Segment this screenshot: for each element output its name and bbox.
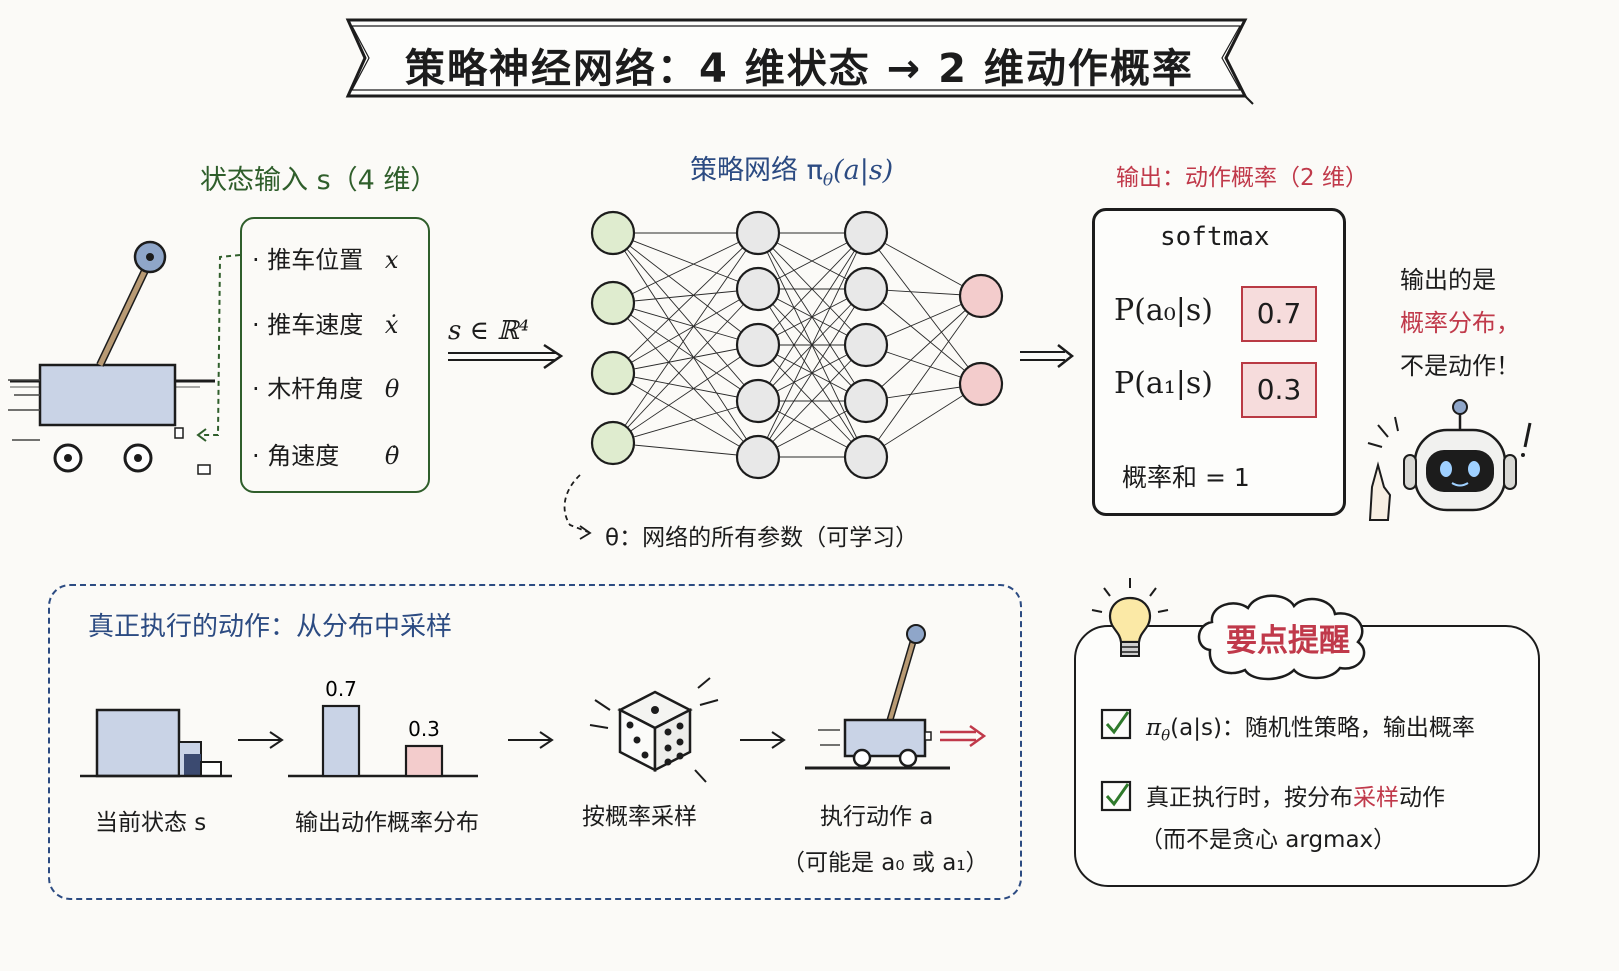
nn-edge — [757, 232, 867, 346]
input-item-angular-velocity: · 角速度 θ̇ — [252, 442, 400, 470]
nn-input-node — [590, 420, 636, 466]
step-caption-sample: 按概率采样 — [582, 804, 697, 830]
step-caption-execute-2: （可能是 a₀ 或 a₁） — [782, 850, 989, 876]
nn-edge — [612, 302, 759, 458]
note-line-1: 输出的是 — [1400, 266, 1496, 294]
nn-edge — [612, 232, 759, 304]
nn-edge — [865, 295, 982, 402]
nn-edge — [612, 232, 759, 458]
link-arrow-icon — [196, 254, 241, 442]
nn-edge — [612, 232, 759, 346]
step-arrow-3 — [740, 731, 786, 749]
prob-bar-label-0: 0.7 — [325, 677, 357, 701]
title-banner — [345, 18, 1254, 105]
nn-hidden-node — [843, 266, 889, 312]
step-arrow-2 — [508, 731, 554, 749]
nn-edge — [757, 344, 867, 458]
step-caption-distribution: 输出动作概率分布 — [295, 810, 479, 836]
step-arrow-1 — [238, 731, 284, 749]
page-title: 策略神经网络：4 维状态 → 2 维动作概率 — [405, 46, 1194, 92]
nn-hidden-node — [735, 378, 781, 424]
nn-input-node — [590, 280, 636, 326]
theta-note: θ：网络的所有参数（可学习） — [605, 525, 919, 551]
input-space-label: s ∈ ℝ⁴ — [448, 316, 530, 346]
nn-edge — [612, 400, 759, 444]
nn-hidden-node — [735, 322, 781, 368]
nn-input-node — [590, 350, 636, 396]
nn-hidden-node — [735, 266, 781, 312]
nn-edge — [757, 288, 867, 458]
nn-hidden-node — [735, 210, 781, 256]
softmax-label: softmax — [1160, 222, 1270, 252]
input-item-velocity: · 推车速度 ẋ — [252, 311, 399, 339]
prob-bar-1 — [404, 744, 444, 778]
state-bars-icon — [80, 708, 232, 778]
prob-value-a1: 0.3 — [1241, 362, 1317, 418]
nn-input-node — [590, 210, 636, 256]
nn-hidden-node — [843, 210, 889, 256]
nn-edge — [865, 232, 982, 385]
sampling-panel — [48, 584, 1022, 900]
tips-cloud — [1197, 594, 1366, 681]
nn-edge — [612, 288, 759, 374]
input-item-angle: · 木杆角度 θ — [252, 375, 400, 403]
step-caption-state: 当前状态 s — [95, 810, 207, 836]
sampling-heading: 真正执行的动作：从分布中采样 — [88, 612, 453, 642]
neural-network-diagram — [590, 210, 1004, 480]
nn-hidden-node — [735, 434, 781, 480]
prob-bar-label-1: 0.3 — [408, 717, 440, 741]
nn-edge — [612, 302, 759, 402]
prob-value-a0: 0.7 — [1241, 286, 1317, 342]
input-item-position: · 推车位置 x — [252, 246, 399, 274]
input-arrow-icon — [448, 343, 564, 370]
nn-edge — [612, 344, 759, 444]
nn-edge — [612, 372, 759, 458]
nn-edge — [612, 232, 759, 444]
state-input-box — [240, 217, 430, 493]
nn-edge — [865, 383, 982, 458]
probability-bar-chart: 0.7 0.3 — [288, 677, 478, 778]
small-cart-icon — [805, 624, 987, 770]
nn-output-node — [958, 361, 1004, 407]
nn-edge — [757, 232, 867, 458]
nn-edge — [612, 288, 759, 304]
nn-output-node — [958, 273, 1004, 319]
nn-hidden-node — [843, 322, 889, 368]
nn-edge — [612, 232, 759, 402]
dice-icon — [589, 677, 719, 783]
theta-arrow-icon — [563, 474, 592, 540]
check-icon-1 — [1100, 708, 1132, 740]
output-heading: 输出：动作概率（2 维） — [1116, 165, 1368, 191]
step-caption-execute: 执行动作 a — [820, 804, 934, 830]
nn-edge — [612, 344, 759, 374]
note-line-2: 概率分布， — [1400, 309, 1520, 337]
prob-label-a1: P(a₁|s) — [1114, 366, 1214, 401]
robot-icon — [1367, 399, 1532, 521]
nn-edge — [612, 302, 759, 346]
output-arrow-icon — [1020, 344, 1075, 368]
lightbulb-icon — [1091, 578, 1169, 657]
prob-sum-label: 概率和 = 1 — [1122, 463, 1250, 492]
tips-heading: 要点提醒 — [1226, 623, 1350, 659]
nn-edge — [612, 372, 759, 402]
tip-1: πθ(a|s)：随机性策略，输出概率 — [1146, 715, 1475, 745]
nn-edge — [612, 232, 759, 374]
input-heading: 状态输入 s（4 维） — [200, 165, 438, 196]
nn-edge — [612, 288, 759, 444]
nn-hidden-node — [843, 434, 889, 480]
nn-edge — [612, 232, 759, 290]
cartpole-illustration — [8, 240, 215, 475]
nn-hidden-node — [843, 378, 889, 424]
network-heading: 策略网络 πθ(a|s) — [690, 155, 894, 191]
nn-edge — [612, 442, 759, 458]
tip-2: 真正执行时，按分布采样动作 — [1146, 785, 1445, 811]
prob-bar-0 — [321, 704, 361, 778]
note-line-3: 不是动作！ — [1400, 352, 1520, 380]
nn-edge — [865, 295, 982, 458]
check-icon-2 — [1100, 780, 1132, 812]
nn-edge — [757, 232, 867, 402]
prob-label-a0: P(a₀|s) — [1114, 293, 1214, 328]
nn-edge — [865, 288, 982, 385]
tip-2-line2: （而不是贪心 argmax） — [1140, 827, 1397, 853]
